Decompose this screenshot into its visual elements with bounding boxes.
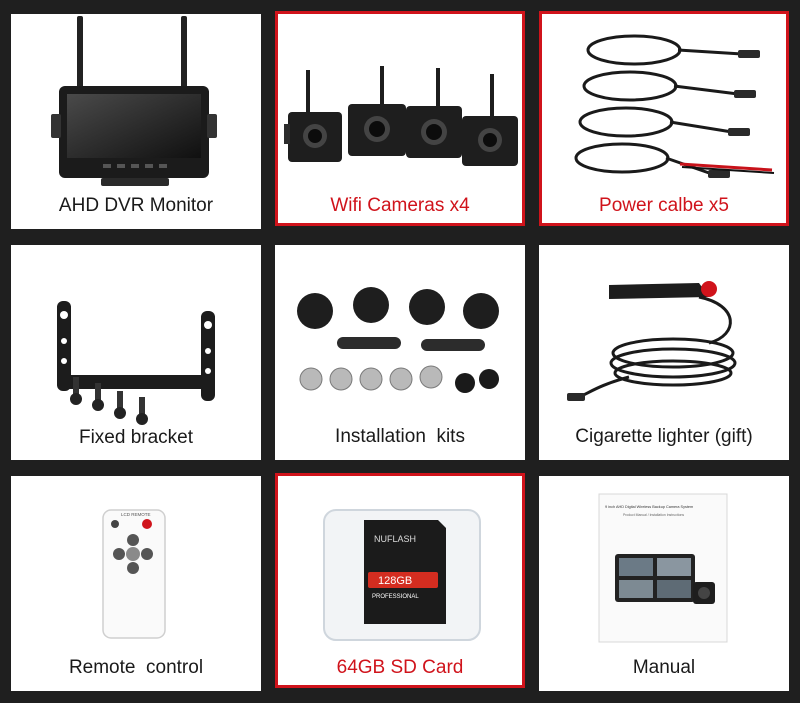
remote-control-icon: LCD REMOTE: [102, 509, 166, 639]
item-label: Power calbe x5: [599, 195, 729, 216]
remote-title: LCD REMOTE: [121, 512, 151, 517]
item-label: AHD DVR Monitor: [58, 195, 214, 216]
installation-kit-icon: [297, 287, 499, 393]
item-manual: 9 inch AHD Digital Wireless Backup Camer…: [539, 476, 789, 691]
cigarette-lighter-icon: [567, 281, 737, 401]
item-installation-kits: Installation kits: [275, 245, 525, 460]
item-label: 64GB SD Card: [336, 657, 464, 678]
manual-subtitle: Product Manual / Installation Instructio…: [623, 513, 684, 517]
manual-icon: 9 inch AHD Digital Wireless Backup Camer…: [598, 493, 728, 643]
power-cables-icon: [574, 34, 775, 178]
item-label: Remote control: [68, 657, 204, 678]
item-cigarette-lighter: Cigarette lighter (gift): [539, 245, 789, 460]
item-label: Cigarette lighter (gift): [575, 426, 753, 447]
sd-capacity: 128GB: [378, 575, 412, 587]
bracket-icon: [57, 301, 215, 425]
item-fixed-bracket: Fixed bracket: [11, 245, 261, 460]
wifi-cameras-icon: [284, 66, 518, 166]
item-label: Installation kits: [335, 426, 465, 447]
sd-card-icon: NUFLASH 128GB PROFESSIONAL: [323, 509, 481, 641]
manual-title: 9 inch AHD Digital Wireless Backup Camer…: [605, 505, 693, 509]
sd-brand: NUFLASH: [374, 534, 416, 544]
item-sd-card: NUFLASH 128GB PROFESSIONAL 64GB SD Card: [275, 473, 525, 688]
sd-grade: PROFESSIONAL: [372, 594, 419, 600]
item-dvr-monitor: AHD DVR Monitor: [11, 14, 261, 229]
item-label: Fixed bracket: [78, 427, 194, 448]
item-wifi-cameras: Wifi Cameras x4: [275, 11, 525, 226]
dvr-monitor-icon: [51, 16, 217, 186]
item-power-cables: Power calbe x5: [539, 11, 789, 226]
item-label: Manual: [632, 657, 696, 678]
item-remote-control: LCD REMOTE Remote control: [11, 476, 261, 691]
item-label: Wifi Cameras x4: [330, 195, 470, 216]
